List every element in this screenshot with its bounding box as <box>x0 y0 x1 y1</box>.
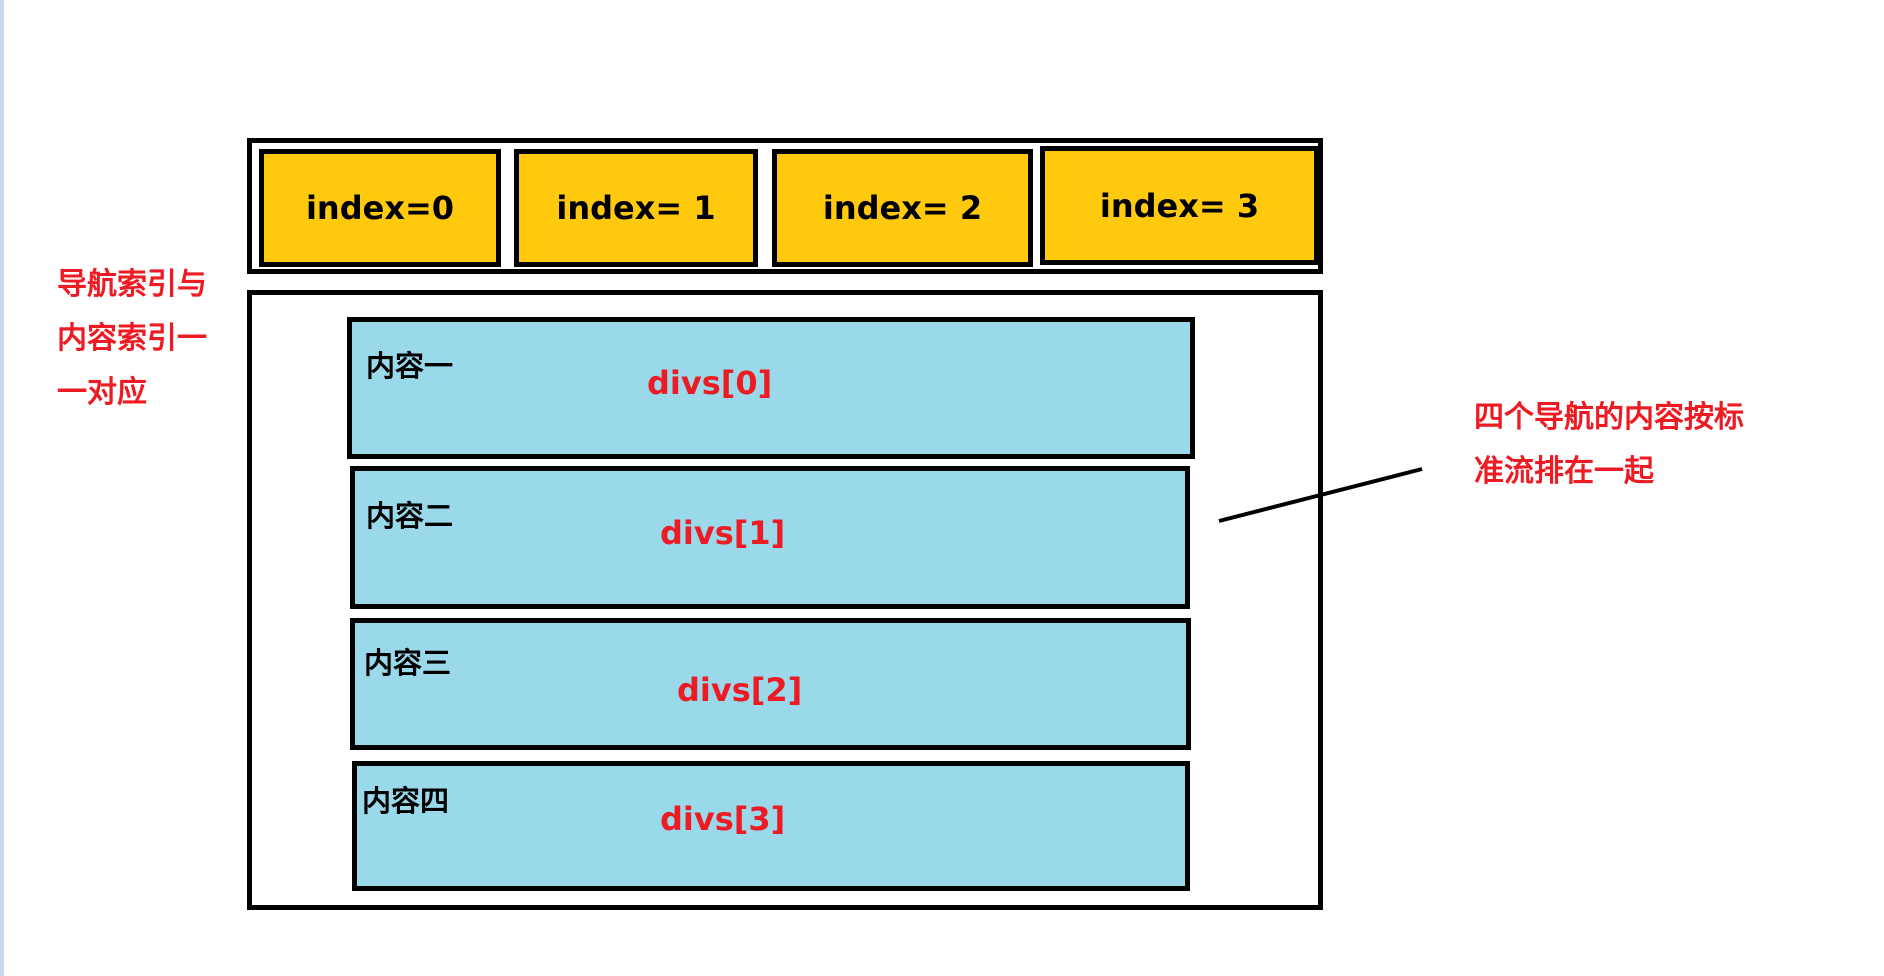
content-title: 内容四 <box>362 784 450 818</box>
content-box-3 <box>352 761 1190 891</box>
annotation-line: 四个导航的内容按标 <box>1474 400 1744 435</box>
content-box-1 <box>350 466 1190 609</box>
nav-item-label: index=0 <box>305 189 455 227</box>
annotation-line: 导航索引与 <box>57 267 207 302</box>
nav-item-3: index= 3 <box>1040 146 1319 265</box>
window-edge <box>0 0 4 976</box>
content-variable: divs[2] <box>677 671 803 709</box>
nav-item-label: index= 3 <box>1099 186 1260 225</box>
nav-item-0: index=0 <box>259 149 501 267</box>
annotation-line: 内容索引一 <box>57 321 207 356</box>
content-box-2 <box>350 618 1191 750</box>
content-title: 内容一 <box>366 349 454 383</box>
content-variable: divs[0] <box>647 364 773 402</box>
annotation-right: 四个导航的内容按标 准流排在一起 <box>1474 391 1744 499</box>
nav-item-1: index= 1 <box>514 149 758 267</box>
annotation-left: 导航索引与 内容索引一 一对应 <box>57 258 207 420</box>
nav-item-label: index= 1 <box>556 189 716 227</box>
content-title: 内容三 <box>364 646 452 680</box>
nav-item-2: index= 2 <box>772 149 1033 267</box>
content-box-0 <box>347 317 1195 459</box>
annotation-line: 一对应 <box>57 375 147 410</box>
annotation-line: 准流排在一起 <box>1474 454 1654 489</box>
content-variable: divs[1] <box>660 514 786 552</box>
nav-item-label: index= 2 <box>822 189 983 227</box>
content-title: 内容二 <box>366 499 454 533</box>
content-variable: divs[3] <box>660 800 786 838</box>
